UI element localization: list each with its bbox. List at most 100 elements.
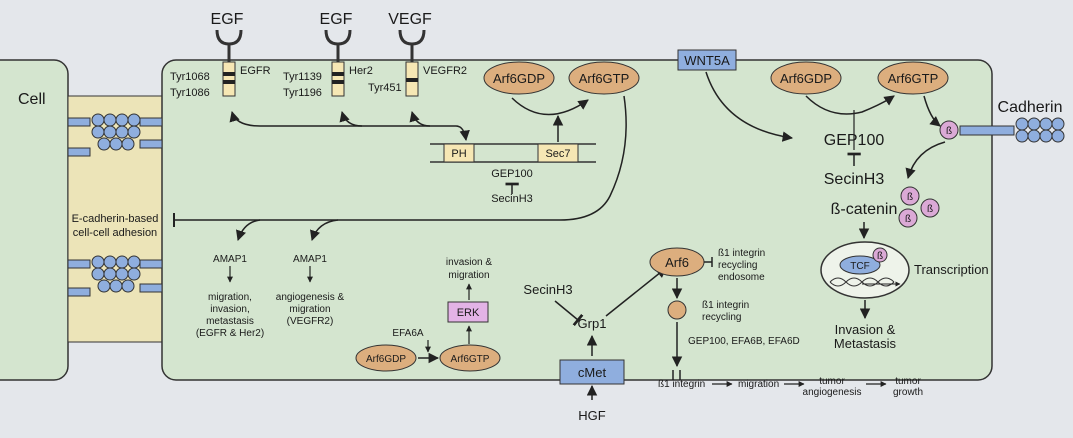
arf6gdp-wnt: [770, 61, 842, 95]
arf6gdp-erk: [355, 344, 417, 372]
dna-helix: [829, 277, 895, 287]
beta-catenin-label: ß-catenin: [831, 201, 898, 218]
beta-bound-label: ß: [946, 126, 952, 137]
recycling-vesicle: [667, 300, 687, 320]
beta-free-1-label: ß: [907, 192, 913, 203]
tcf-factor: [839, 255, 881, 275]
beta-nuclear-label: ß: [877, 251, 883, 262]
adhesion-junction: [67, 95, 163, 343]
arf6gtp-erk-label: Arf6GTP: [451, 354, 490, 365]
secinh3-cmet-label: SecinH3: [523, 282, 572, 297]
left-cell: [0, 59, 69, 381]
amap1-left-outcome-3: metastasis: [206, 316, 254, 327]
erk-outcome-2: migration: [448, 270, 489, 281]
arf6gdp-erk-label: Arf6GDP: [366, 354, 406, 365]
arf6gdp-top: [483, 61, 555, 95]
beta-free-1: [900, 186, 920, 206]
ph-domain: [443, 143, 475, 163]
arf6gtp-wnt: [877, 61, 949, 95]
chain-b1-integrin: ß1 integrin: [658, 379, 705, 390]
svg-text:Tyr451: Tyr451: [368, 82, 402, 94]
egfr-receptor: EGF EGFR Tyr1068 Tyr1086: [170, 11, 271, 99]
chain-angiogenesis: angiogenesis: [803, 387, 862, 398]
cadherin-stalk: [959, 125, 1015, 136]
beta-free-2: [920, 198, 940, 218]
efa6a-label: EFA6A: [392, 328, 423, 339]
chain-growth: growth: [893, 387, 923, 398]
svg-text:Tyr1196: Tyr1196: [283, 87, 322, 99]
chain-tumor-1: tumor: [819, 376, 845, 387]
amap1-right-outcome-1: angiogenesis &: [276, 292, 345, 303]
recycling-1: ß1 integrin: [702, 300, 749, 311]
cadherin-label: Cadherin: [998, 99, 1063, 116]
arf6-integrin-label: Arf6: [665, 255, 689, 270]
arf6gtp-to-adhesion-inhibit: [174, 95, 627, 221]
amap1-left-outcome-1: migration,: [208, 292, 252, 303]
svg-text:EGF: EGF: [320, 11, 353, 28]
wnt5a-label: WNT5A: [684, 53, 730, 68]
erk-label: ERK: [457, 307, 480, 319]
beta-free-2-label: ß: [927, 204, 933, 215]
grp1-label: Grp1: [578, 316, 607, 331]
junction-label-line2: cell-cell adhesion: [73, 227, 157, 239]
beta-nuclear: [872, 247, 888, 263]
beta-free-3: [898, 208, 918, 228]
chain-migration: migration: [738, 379, 779, 390]
invasion-metastasis-2: Metastasis: [834, 336, 897, 351]
svg-text:EGFR: EGFR: [240, 65, 271, 77]
tcf-label: TCF: [850, 261, 869, 272]
amap1-right: AMAP1: [293, 254, 327, 265]
svg-text:Tyr1086: Tyr1086: [170, 87, 210, 99]
recycling-endosome-2: recycling: [718, 260, 757, 271]
amap1-right-outcome-2: migration: [289, 304, 330, 315]
beta-free-3-label: ß: [905, 214, 911, 225]
invasion-metastasis-1: Invasion &: [835, 322, 896, 337]
wnt5a-to-gep100-arrow: [705, 71, 794, 142]
svg-text:VEGF: VEGF: [388, 11, 432, 28]
vegfr2-receptor: VEGF VEGFR2 Tyr451: [368, 11, 467, 97]
secinh3-wnt-label: SecinH3: [824, 171, 885, 188]
chain-tumor-2: tumor: [895, 376, 921, 387]
e-cadherin-cluster-top: [67, 113, 163, 157]
amap1-left-outcome-4: (EGFR & Her2): [196, 328, 264, 339]
svg-text:Her2: Her2: [349, 65, 373, 77]
svg-text:Tyr1139: Tyr1139: [283, 71, 322, 83]
recycling-endosome-3: endosome: [718, 272, 765, 283]
secinh3-top-label: SecinH3: [491, 193, 533, 205]
her2-to-ph-arrow: [339, 110, 363, 127]
erk-box: [447, 301, 489, 323]
arf6gtp-top-label: Arf6GTP: [579, 71, 630, 86]
amap1-right-outcome-3: (VEGFR2): [287, 316, 334, 327]
e-cadherin-cluster-bottom: [67, 255, 163, 297]
transcription-label: Transcription: [914, 262, 989, 277]
svg-text:Tyr1068: Tyr1068: [170, 71, 210, 83]
vegfr2-to-ph-arrow: [409, 110, 431, 127]
cmet-label: cMet: [578, 365, 607, 380]
ph-label: PH: [451, 148, 466, 160]
arf6gdp-wnt-label: Arf6GDP: [780, 71, 832, 86]
left-cell-label: Cell: [18, 91, 46, 108]
gep100-top-label: GEP100: [491, 168, 533, 180]
sec7-label: Sec7: [545, 148, 570, 160]
recycling-endosome-1: ß1 integrin: [718, 248, 765, 259]
recycling-2: recycling: [702, 312, 741, 323]
junction-label-line1: E-cadherin-based: [72, 213, 159, 225]
hgf-label: HGF: [578, 408, 606, 423]
arf6gdp-top-label: Arf6GDP: [493, 71, 545, 86]
gefs-label: GEP100, EFA6B, EFA6D: [688, 336, 800, 347]
her2-receptor: EGF Her2 Tyr1139 Tyr1196: [283, 11, 373, 99]
svg-text:VEGFR2: VEGFR2: [423, 65, 467, 77]
cmet-box: [559, 359, 625, 385]
sec7-domain: [537, 143, 579, 163]
gdp-to-gtp-top-arrow: [511, 97, 589, 116]
svg-text:EGF: EGF: [211, 11, 244, 28]
cadherin-cluster-right: [1015, 117, 1065, 143]
amap1-left-outcome-2: invasion,: [210, 304, 249, 315]
arf6gtp-top: [568, 61, 640, 95]
beta-catenin-bound: [939, 120, 959, 140]
wnt5a-box: [677, 49, 737, 71]
arf6gtp-erk: [439, 344, 501, 372]
arf6gtp-wnt-label: Arf6GTP: [888, 71, 939, 86]
amap1-left: AMAP1: [213, 254, 247, 265]
